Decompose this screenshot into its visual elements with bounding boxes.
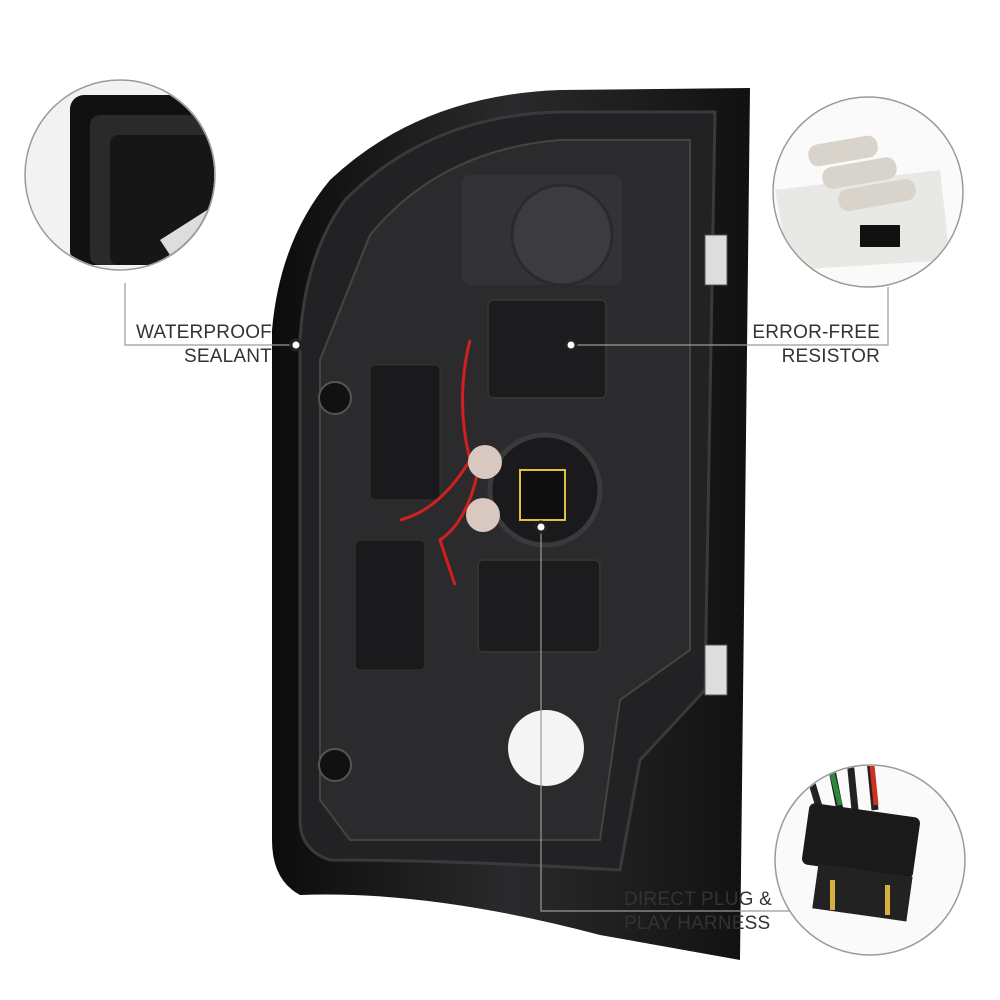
- harness-label-line2: PLAY HARNESS: [624, 913, 771, 934]
- resistor-callout-line: [571, 287, 889, 346]
- resistor-callout-dot: [564, 338, 578, 352]
- harness-callout-line: [540, 527, 800, 912]
- harness-detail-circle: [774, 764, 966, 956]
- sealant-detail-circle: [24, 79, 216, 271]
- resistor-label-line1: ERROR-FREE: [752, 322, 880, 343]
- sealant-label-line1: WATERPROOF: [135, 322, 272, 343]
- sealant-callout-line: [124, 283, 296, 346]
- sealant-callout-dot: [289, 338, 303, 352]
- harness-label-line1: DIRECT PLUG &: [624, 889, 772, 910]
- sealant-label-line2: SEALANT: [184, 346, 272, 367]
- resistor-label-line2: RESISTOR: [781, 346, 880, 367]
- harness-callout-dot: [534, 520, 548, 534]
- resistor-module: [487, 299, 607, 399]
- resistor-detail-circle: [772, 96, 964, 288]
